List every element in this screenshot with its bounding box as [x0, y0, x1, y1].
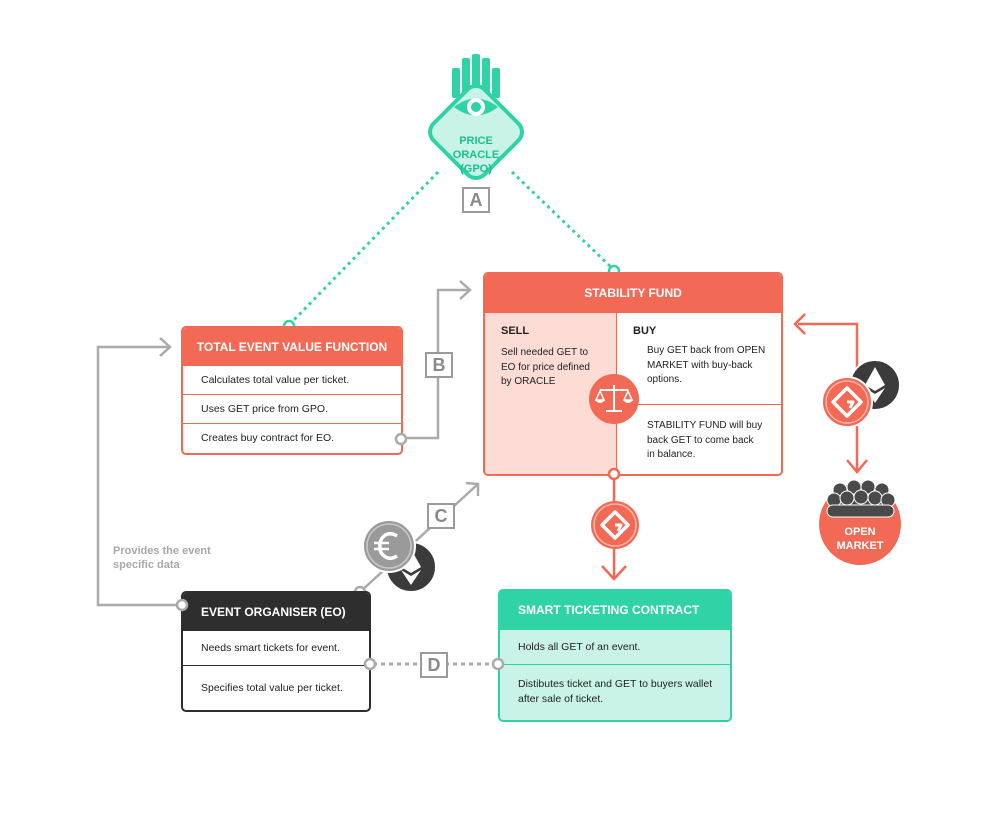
eo-side-note: Provides the event specific data [113, 544, 211, 572]
sell-title: SELL [501, 325, 530, 337]
oracle-title-line: PRICE [459, 135, 493, 147]
eo-left-connector-dot [175, 598, 189, 612]
sell-text-line: EO for price defined [501, 361, 590, 373]
smart-contract-title: SMART TICKETING CONTRACT [500, 591, 730, 630]
euro-coin-icon [362, 519, 416, 573]
balance-text-line: back GET to come back [647, 434, 754, 446]
oracle-to-tevf-line [287, 170, 440, 327]
smart-contract-connector-dot [491, 657, 505, 671]
tevf-right-connector-dot [394, 432, 408, 446]
stability-fund-box: STABILITY FUND SELL Sell needed GET to E… [483, 272, 783, 476]
stability-bottom-connector-dot [607, 467, 621, 481]
eo-side-note-line: Provides the event [113, 545, 211, 557]
oracle-title-line: (GPO) [460, 163, 492, 175]
tevf-row: Calculates total value per ticket. [183, 366, 401, 395]
b-arrowhead [459, 280, 472, 300]
oracle-title-line: ORACLE [452, 149, 500, 161]
buy-title: BUY [633, 325, 657, 337]
buy-text-line: options. [647, 374, 683, 385]
open-market-crowd-icon [819, 479, 901, 565]
smart-contract-row-2-line: Distibutes ticket and GET to buyers wall… [518, 678, 713, 690]
tevf-row: Uses GET price from GPO. [183, 395, 401, 424]
scale-icon [589, 374, 639, 424]
buy-text-line: Buy GET back from OPEN [647, 345, 766, 356]
sell-text-line: by ORACLE [501, 376, 556, 387]
eo-row: Specifies total value per ticket. [201, 682, 343, 694]
buy-divider [616, 404, 781, 405]
get-token-icon [591, 501, 639, 549]
c-arrowhead [465, 481, 480, 496]
eo-to-tevf-connector [96, 345, 181, 607]
event-organiser-title: EVENT ORGANISER (EO) [183, 593, 369, 631]
oracle-to-stability-line [510, 170, 616, 272]
tevf-box: TOTAL EVENT VALUE FUNCTION Calculates to… [181, 326, 403, 455]
letter-d-label: D [420, 652, 448, 678]
eo-to-tevf-arrowhead [159, 337, 172, 357]
eo-row: Needs smart tickets for event. [183, 631, 369, 666]
buy-text-line: MARKET with buy-back [647, 359, 753, 371]
tevf-row: Creates buy contract for EO. [201, 432, 335, 444]
letter-b-label: B [425, 352, 453, 378]
eo-right-connector-dot [363, 657, 377, 671]
get-token-icon-market [821, 376, 873, 428]
stability-fund-title: STABILITY FUND [485, 274, 781, 313]
balance-text: STABILITY FUND will buy back GET to come… [647, 419, 762, 463]
buy-text: Buy GET back from OPEN MARKET with buy-b… [647, 344, 765, 388]
balance-text-line: STABILITY FUND will buy [647, 420, 763, 431]
eo-side-note-line: specific data [113, 559, 180, 571]
smart-contract-row: Holds all GET of an event. [500, 630, 730, 665]
oracle-hand-icon [428, 54, 524, 180]
smart-contract-box: SMART TICKETING CONTRACT Holds all GET o… [498, 589, 732, 722]
oracle-title: PRICE ORACLE (GPO) [446, 134, 506, 176]
smart-contract-row-2: Distibutes ticket and GET to buyers wall… [500, 665, 730, 707]
open-market-left-arrowhead [793, 313, 806, 335]
sell-text-line: Sell needed GET to [501, 347, 589, 358]
open-market-label-line: MARKET [836, 540, 884, 552]
letter-a-label: A [462, 187, 490, 213]
stability-to-contract-arrowhead [601, 565, 627, 581]
c-connector [359, 483, 479, 593]
balance-text-line: in balance. [647, 449, 696, 460]
open-market-label-line: OPEN [844, 526, 876, 538]
tevf-title: TOTAL EVENT VALUE FUNCTION [183, 328, 401, 366]
open-market-label: OPEN MARKET [820, 525, 900, 553]
event-organiser-box: EVENT ORGANISER (EO) Needs smart tickets… [181, 591, 371, 712]
sell-text: Sell needed GET to EO for price defined … [501, 346, 590, 390]
smart-contract-row-2-line: after sale of ticket. [518, 693, 604, 705]
letter-c-label: C [427, 503, 455, 529]
open-market-down-arrowhead [846, 459, 868, 474]
